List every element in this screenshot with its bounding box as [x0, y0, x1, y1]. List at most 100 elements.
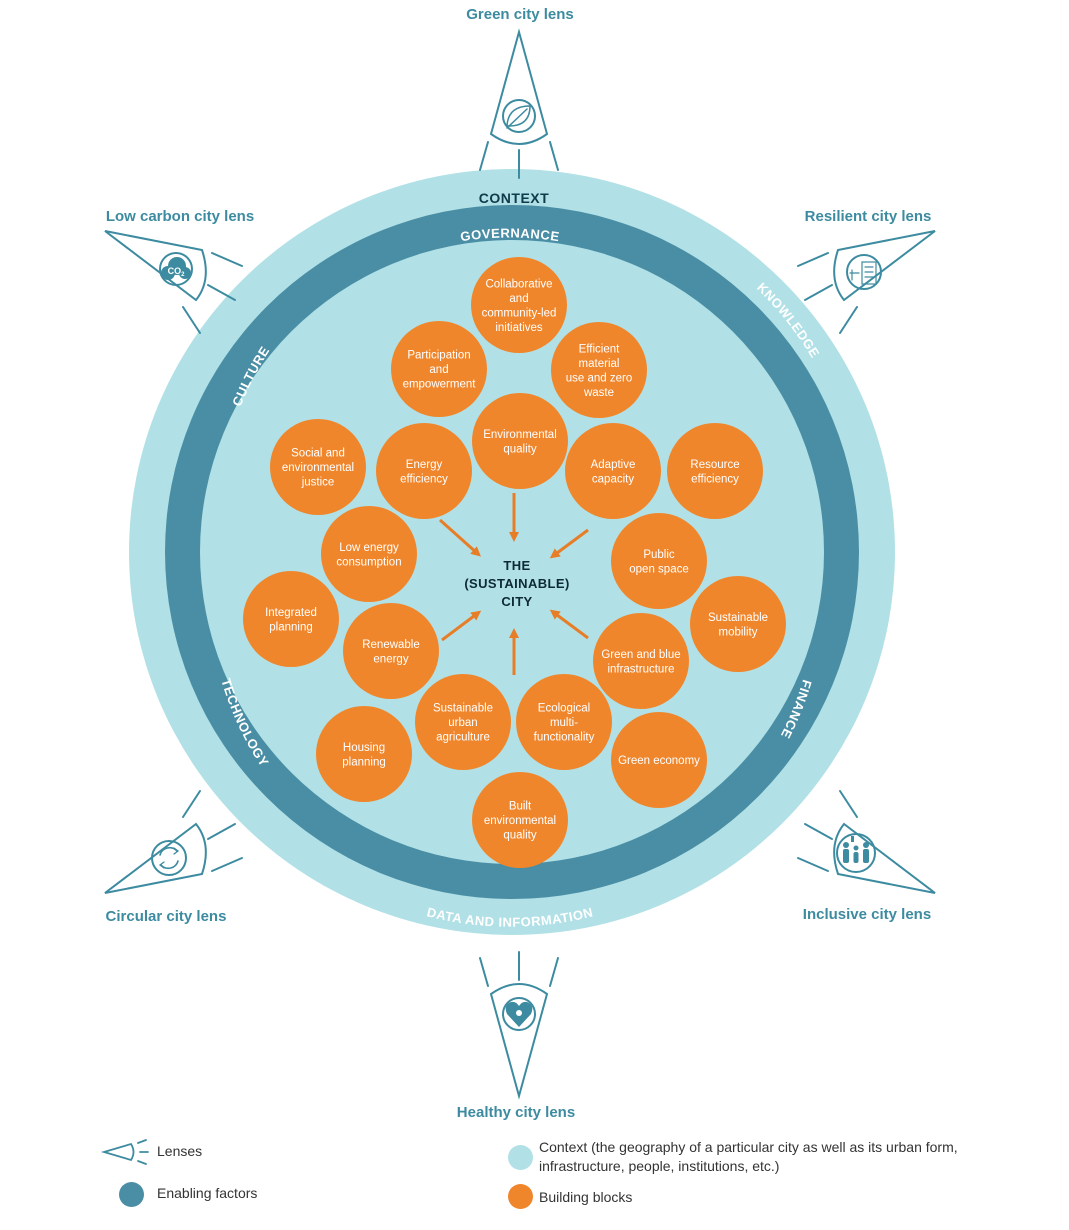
building-block: Efficient material use and zero waste: [551, 322, 647, 418]
people-icon: [843, 836, 869, 863]
arrow-bottom-right: [549, 609, 589, 640]
building-block-circle: [472, 772, 568, 868]
legend-blocks: Building blocks: [539, 1189, 633, 1205]
building-block-label: Integrated: [265, 607, 317, 619]
building-block-label: urban: [448, 717, 477, 729]
building-block-label: environmental: [484, 815, 556, 827]
building-block-label: empowerment: [403, 379, 477, 391]
building-block: Participation and empowerment: [391, 321, 487, 417]
building-block-label: quality: [503, 443, 536, 455]
lens-label-resilient: Resilient city lens: [805, 208, 932, 225]
building-block: Adaptive capacity: [565, 423, 661, 519]
center-line-2: (SUSTAINABLE): [464, 576, 569, 591]
building-block-label: and: [429, 364, 448, 376]
building-block-label: agriculture: [436, 732, 490, 744]
heart-icon: [505, 1001, 533, 1027]
lens-inclusive: [797, 790, 936, 894]
building-block-circle: [516, 674, 612, 770]
building-block-circle: [270, 419, 366, 515]
building-block-label: Participation: [407, 350, 470, 362]
arrow-top-right: [549, 528, 589, 559]
building-block: Energy efficiency: [376, 423, 472, 519]
building-block-circle: [551, 322, 647, 418]
building-block-label: Environmental: [483, 429, 557, 441]
building-block-circle: [690, 576, 786, 672]
building-block-circle: [472, 393, 568, 489]
building-block-label: planning: [342, 756, 385, 768]
building-block-label: Green economy: [618, 755, 700, 767]
building-block-label: Public: [643, 549, 675, 561]
building-block: Renewable energy: [343, 603, 439, 699]
building-block-label: efficiency: [400, 473, 448, 485]
building-block-label: consumption: [336, 556, 401, 568]
arrow-top-left: [438, 518, 481, 557]
building-block-label: use and zero: [566, 372, 633, 384]
building-block-circle: [471, 257, 567, 353]
legend-context-dot: [508, 1145, 533, 1170]
building-block-label: Collaborative: [485, 278, 552, 290]
building-icon: [849, 261, 877, 285]
building-block-label: material: [579, 358, 620, 370]
building-block-label: Built: [509, 801, 532, 813]
building-block-label: Renewable: [362, 639, 420, 651]
lens-label-circular: Circular city lens: [106, 908, 227, 925]
lens-healthy: [479, 951, 559, 1100]
building-block-circle: [667, 423, 763, 519]
lens-label-green: Green city lens: [466, 6, 574, 23]
building-block-label: initiatives: [495, 322, 543, 334]
lens-label-healthy: Healthy city lens: [457, 1104, 575, 1121]
legend-enabling: Enabling factors: [157, 1185, 258, 1201]
building-block-label: Ecological: [538, 703, 590, 715]
co2-cloud-icon: CO2: [161, 257, 191, 280]
building-block: Environmental quality: [472, 393, 568, 489]
legend-blocks-dot: [508, 1184, 533, 1209]
building-block-label: Sustainable: [433, 703, 493, 715]
arrows: [438, 493, 589, 675]
lens-low-carbon: CO2: [104, 230, 243, 334]
building-block-circle: [565, 423, 661, 519]
building-block-label: Energy: [406, 459, 443, 471]
building-block-label: quality: [503, 830, 536, 842]
co2-text: CO2: [168, 266, 186, 278]
building-block-label: energy: [373, 653, 408, 665]
legend-lenses: Lenses: [157, 1143, 203, 1159]
center-line-1: THE: [503, 558, 530, 573]
building-block-label: Efficient: [579, 343, 621, 355]
arrow-bottom-left: [441, 610, 482, 642]
building-block-label: Low energy: [339, 542, 399, 554]
building-block-label: waste: [583, 387, 614, 399]
building-block-circle: [316, 706, 412, 802]
legend-enabling-dot: [119, 1182, 144, 1207]
building-block-circle: [321, 506, 417, 602]
leaf-icon: [506, 105, 531, 129]
governance-label: GOVERNANCE: [459, 225, 560, 244]
building-block-label: Adaptive: [591, 459, 636, 471]
building-block-label: infrastructure: [607, 663, 674, 675]
recycle-icon: [158, 847, 180, 869]
building-block-circle: [593, 613, 689, 709]
building-block-label: community-led: [482, 307, 557, 319]
lens-label-inclusive: Inclusive city lens: [803, 906, 931, 923]
building-block-label: functionality: [534, 732, 595, 744]
building-block-label: capacity: [592, 473, 634, 485]
building-block-circle: [343, 603, 439, 699]
center-line-3: CITY: [501, 594, 532, 609]
building-block-circle: [611, 712, 707, 808]
building-block-label: justice: [301, 477, 335, 489]
lenses: CO2: [104, 28, 936, 1100]
building-block-label: open space: [629, 563, 688, 575]
lens-green: [479, 28, 559, 179]
building-block-circle: [391, 321, 487, 417]
building-block: Built environmental quality: [472, 772, 568, 868]
building-block-label: Resource: [690, 459, 739, 471]
lens-circular: [104, 790, 243, 894]
building-block: Sustainable urban agriculture: [415, 674, 511, 770]
